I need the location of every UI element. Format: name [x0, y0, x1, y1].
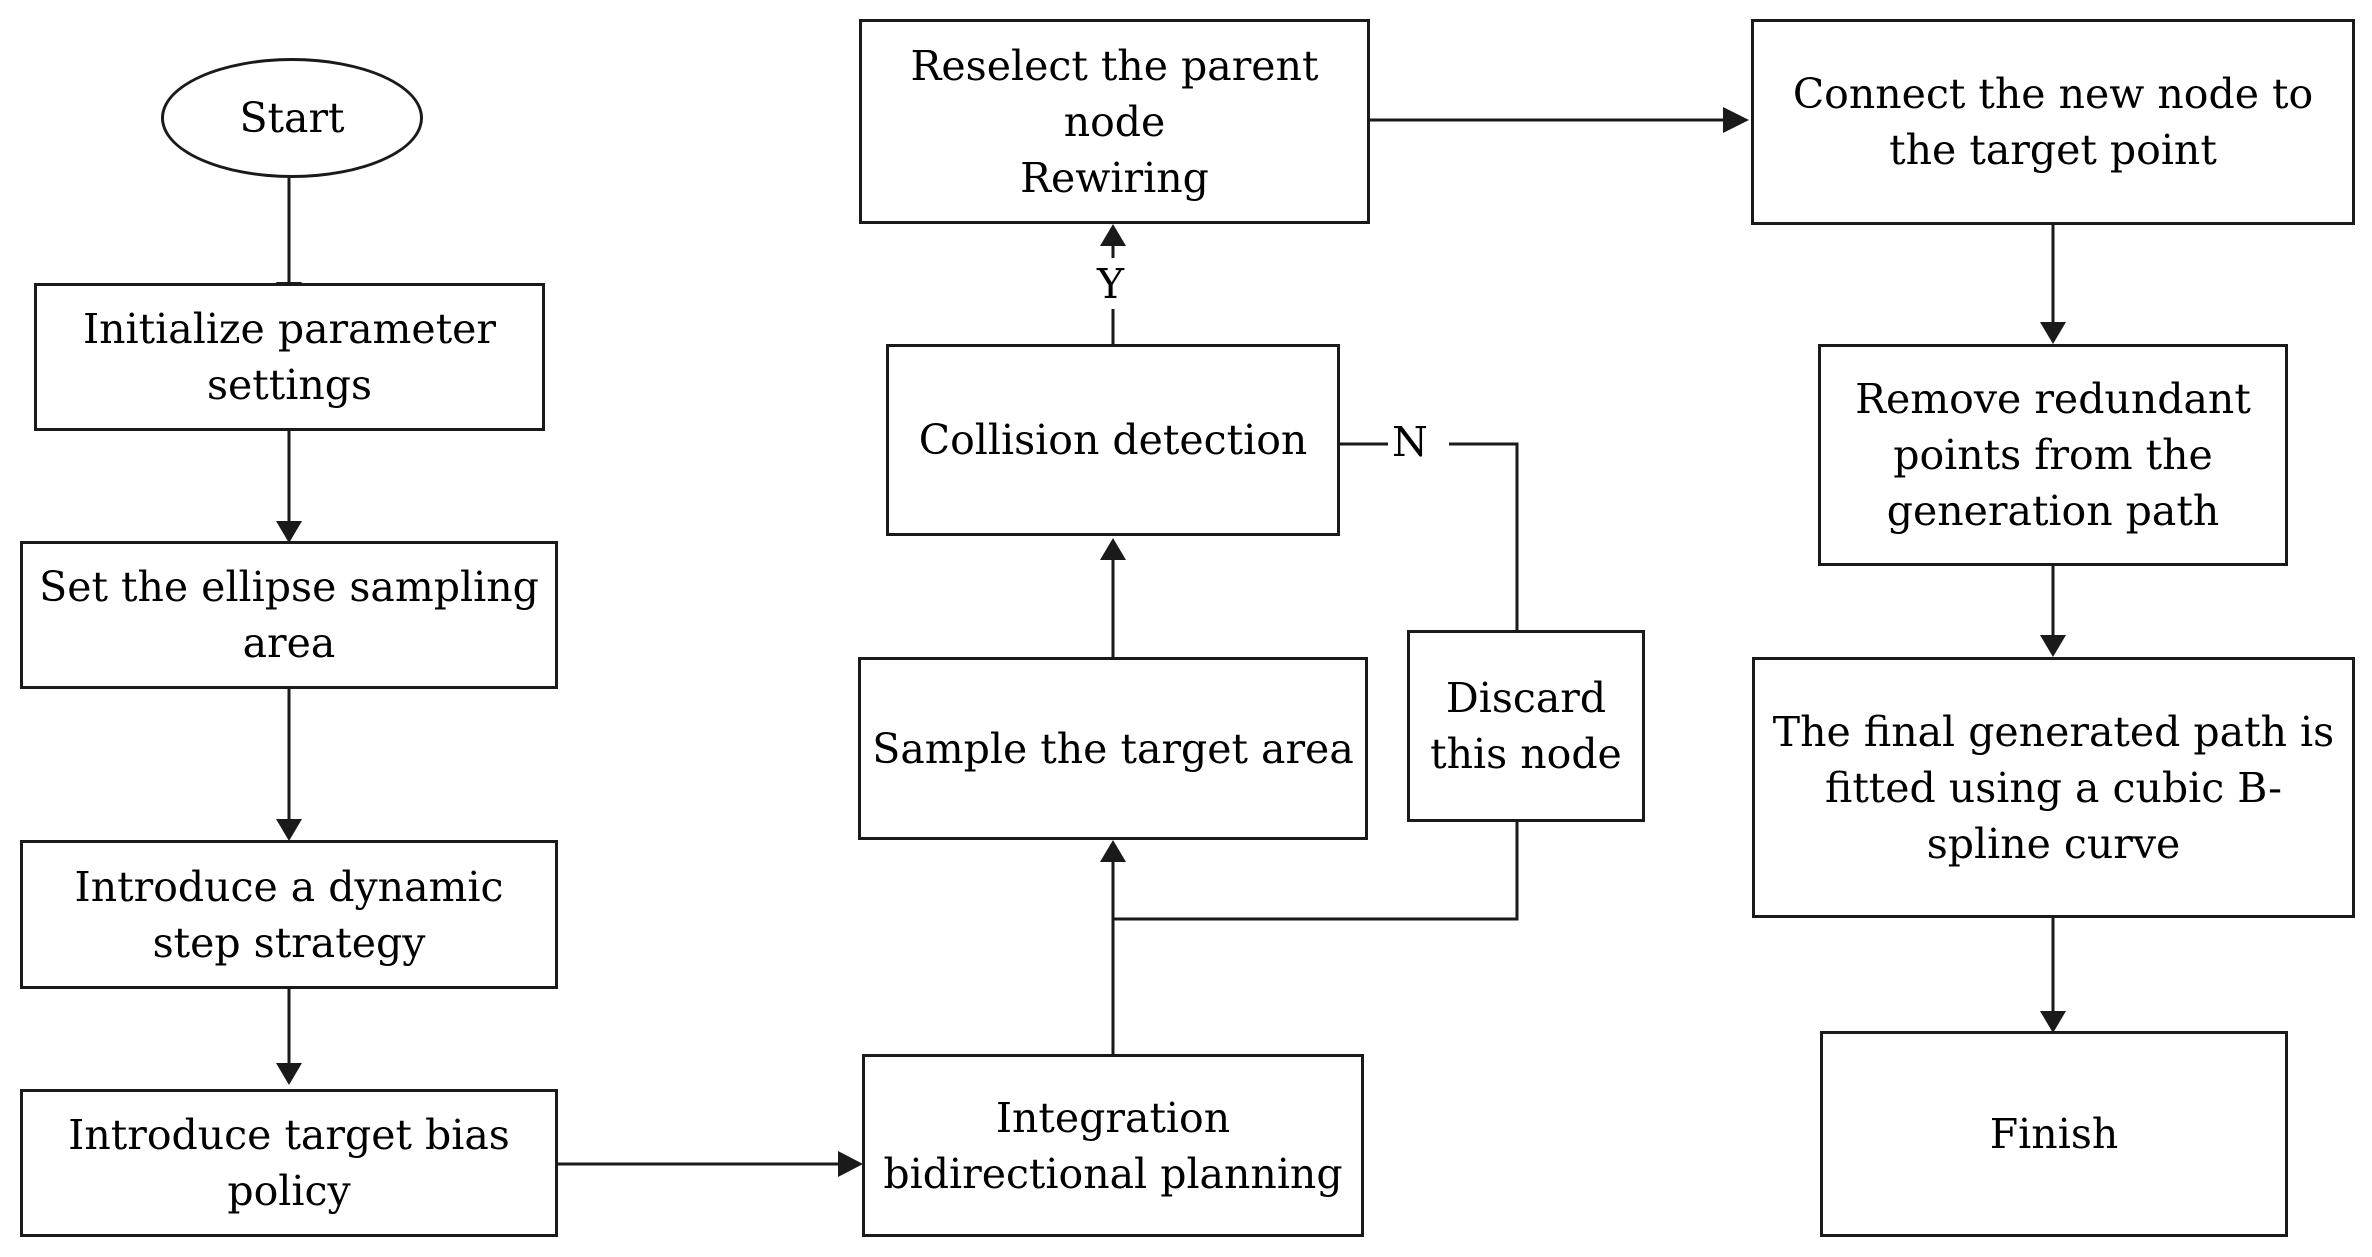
- reselect-parent-node: Reselect the parent node Rewiring: [859, 19, 1370, 224]
- reselect-parent-label: Reselect the parent node Rewiring: [910, 41, 1319, 202]
- arrowhead-connect: [1723, 107, 1749, 133]
- arrowhead-finish: [2040, 1011, 2066, 1033]
- sample-target-area-label: Sample the target area: [872, 724, 1354, 773]
- collision-detection-node: Collision detection: [886, 344, 1340, 536]
- discard-node-label: Discard this node: [1430, 674, 1622, 778]
- finish-node: Finish: [1820, 1031, 2288, 1237]
- collision-no-line-2: [1449, 442, 1519, 630]
- remove-redundant-node: Remove redundant points from the generat…: [1818, 344, 2288, 566]
- arrowhead-bias: [276, 1063, 302, 1085]
- bspline-fitting-node: The final generated path is fitted using…: [1752, 657, 2355, 918]
- start-label: Start: [239, 94, 345, 142]
- remove-redundant-label: Remove redundant points from the generat…: [1855, 375, 2251, 535]
- arrowhead-fitted: [2040, 635, 2066, 657]
- finish-label: Finish: [1989, 1110, 2119, 1158]
- arrowhead-ellipse: [276, 521, 302, 543]
- discard-node-box: Discard this node: [1407, 630, 1645, 822]
- connect-target-node: Connect the new node to the target point: [1751, 19, 2355, 225]
- bidirectional-planning-label: Integration bidirectional planning: [883, 1093, 1343, 1198]
- target-bias-label: Introduce target bias policy: [68, 1111, 510, 1215]
- ellipse-sampling-label: Set the ellipse sampling area: [39, 563, 539, 667]
- collision-detection-label: Collision detection: [918, 416, 1308, 464]
- dynamic-step-label: Introduce a dynamic step strategy: [74, 862, 504, 967]
- target-bias-node: Introduce target bias policy: [20, 1089, 558, 1237]
- yes-branch-label: Y: [1094, 262, 1128, 306]
- ellipse-sampling-node: Set the ellipse sampling area: [20, 541, 558, 689]
- initialize-parameters-node: Initialize parameter settings: [34, 283, 545, 431]
- bidirectional-planning-node: Integration bidirectional planning: [862, 1054, 1364, 1237]
- arrowhead-bidir: [838, 1151, 863, 1177]
- arrowhead-remove: [2040, 322, 2066, 344]
- dynamic-step-node: Introduce a dynamic step strategy: [20, 840, 558, 989]
- arrowhead-reselect: [1100, 224, 1126, 246]
- arrowhead-sample: [1100, 840, 1126, 862]
- arrowhead-collision: [1100, 538, 1126, 560]
- start-node: Start: [161, 58, 423, 178]
- arrowhead-dynamic: [276, 819, 302, 841]
- initialize-parameters-label: Initialize parameter settings: [82, 305, 497, 409]
- connect-target-label: Connect the new node to the target point: [1792, 70, 2314, 174]
- sample-target-area-node: Sample the target area: [858, 657, 1368, 840]
- bspline-fitting-label: The final generated path is fitted using…: [1772, 707, 2335, 868]
- discard-return-line: [1111, 822, 1519, 941]
- no-branch-label: N: [1389, 420, 1431, 464]
